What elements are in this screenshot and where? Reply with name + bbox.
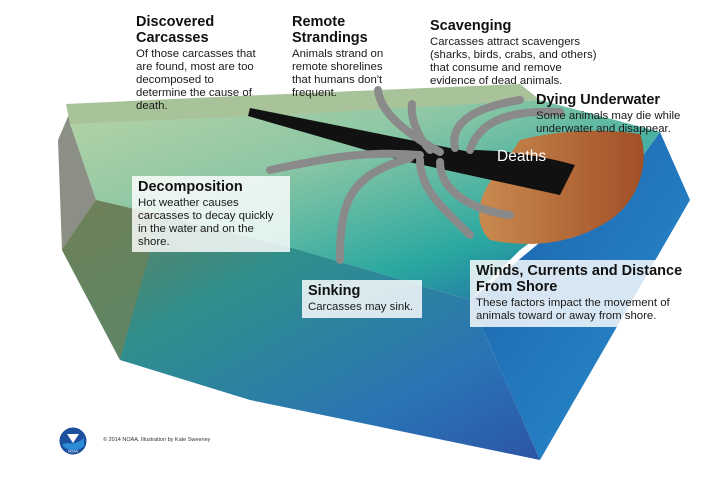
sinking-label: Sinking Carcasses may sink. [302, 280, 422, 318]
scavenging-arrow [450, 96, 524, 152]
deaths-hub [470, 150, 575, 195]
remote-strandings-label: Remote Strandings Animals strand on remo… [292, 14, 402, 100]
label-text: Carcasses may sink. [308, 301, 414, 314]
label-title: Sinking [308, 283, 361, 299]
illustration-credit: © 2014 NOAA. Illustration by Kate Sweene… [103, 437, 211, 443]
label-text: Hot weather causes carcasses to decay qu… [138, 197, 274, 248]
label-title: Discovered Carcasses [136, 14, 215, 47]
noaa-logo-icon: NOAA [58, 426, 88, 456]
deaths-label: Deaths [497, 148, 547, 165]
scavenging-label: Scavenging Carcasses attract scavengers … [430, 18, 602, 87]
arrow-4 [466, 107, 564, 154]
label-text: Of those carcasses that are found, most … [136, 48, 256, 112]
winds-arrow-1 [416, 156, 474, 239]
winds-arrow-2 [436, 158, 514, 219]
noaa-logo-text: NOAA [68, 450, 79, 454]
discovered-carcasses-label: Discovered Carcasses Of those carcasses … [136, 14, 256, 112]
decomposition-label: Decomposition Hot weather causes carcass… [132, 176, 290, 253]
label-text: Animals strand on remote shorelines that… [292, 48, 384, 99]
label-title: Winds, Currents and Distance From Shore [476, 263, 683, 296]
ocean-surface [70, 100, 660, 300]
label-title: Remote Strandings [292, 14, 368, 47]
label-title: Scavenging [430, 18, 512, 34]
label-title: Dying Underwater [536, 92, 661, 108]
winds-currents-label: Winds, Currents and Distance From Shore … [470, 260, 694, 327]
seafloor [62, 200, 540, 460]
label-text: These factors impact the movement of ani… [476, 297, 670, 323]
arrow-2 [407, 100, 434, 154]
label-title: Decomposition [138, 179, 243, 195]
label-text: Some animals may die while underwater an… [536, 110, 681, 135]
sinking-arrow [336, 154, 414, 264]
shoreline-land [66, 84, 540, 128]
dying-underwater-label: Dying Underwater Some animals may die wh… [536, 92, 686, 136]
decomposition-arrow [266, 149, 424, 174]
stranding-paths [266, 86, 564, 264]
label-text: Carcasses attract scavengers (sharks, bi… [430, 36, 597, 87]
